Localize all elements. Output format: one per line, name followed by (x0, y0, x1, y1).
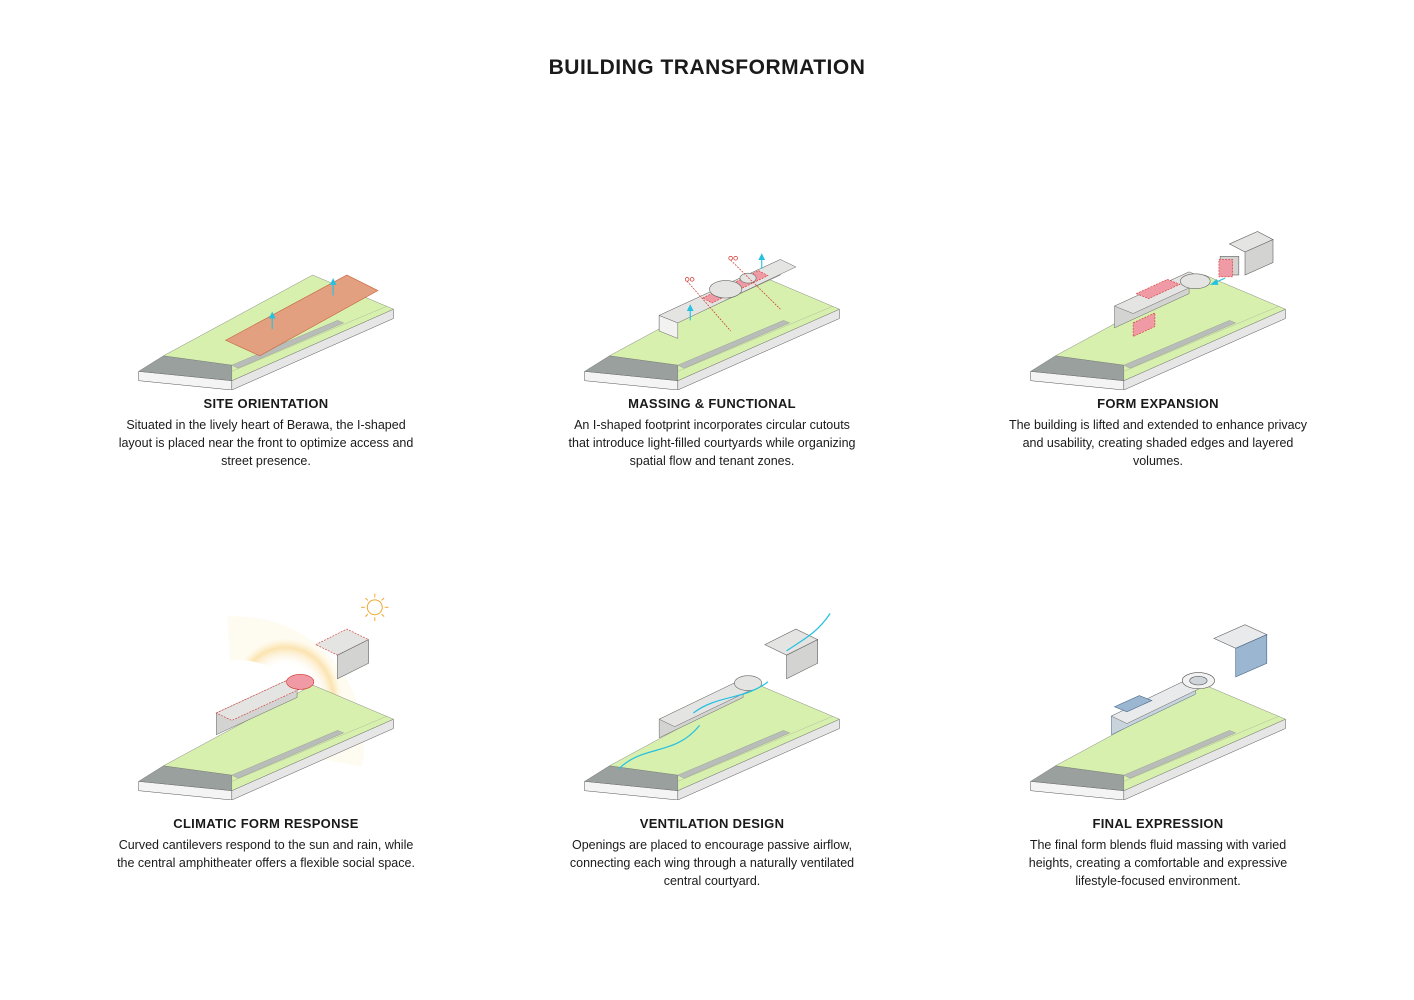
caption-text: Curved cantilevers respond to the sun an… (117, 838, 415, 870)
caption-text: Openings are placed to encourage passive… (569, 838, 855, 888)
caption-heading: MASSING & FUNCTIONAL (628, 396, 796, 411)
arrow-icon (1209, 277, 1226, 285)
climatic-diagram (138, 593, 394, 800)
ventilation-diagram (584, 613, 840, 800)
caption-text: An I-shaped footprint incorporates circu… (568, 418, 856, 468)
caption-heading: FINAL EXPRESSION (1092, 816, 1224, 831)
massing-diagram (584, 253, 840, 390)
final-expression-diagram (1030, 624, 1286, 800)
panel-site-orientation: SITE ORIENTATION Situated in the lively … (56, 160, 476, 480)
caption-heading: CLIMATIC FORM RESPONSE (173, 816, 359, 831)
building-mass (1113, 231, 1274, 338)
arrow-icon (686, 253, 766, 321)
panel-massing-functional: MASSING & FUNCTIONAL An I-shaped footpri… (502, 160, 922, 480)
caption-heading: VENTILATION DESIGN (639, 816, 785, 831)
airflow-arrow-icon (618, 613, 831, 770)
sun-icon (361, 593, 389, 621)
building-mass (658, 259, 797, 339)
page-title: BUILDING TRANSFORMATION (548, 56, 866, 79)
form-expansion-diagram (1030, 231, 1286, 390)
panel-final-expression: FINAL EXPRESSION The final form blends f… (948, 570, 1368, 900)
caption-text: The final form blends fluid massing with… (1028, 838, 1288, 888)
scissors-icon (684, 255, 781, 332)
caption-heading: FORM EXPANSION (1097, 396, 1219, 411)
panel-form-expansion: FORM EXPANSION The building is lifted an… (948, 160, 1368, 480)
site-orientation-diagram (138, 274, 394, 390)
arrow-icon (268, 278, 337, 330)
building-mass (215, 628, 370, 736)
caption-text: The building is lifted and extended to e… (1008, 418, 1308, 468)
site-footprint (224, 274, 379, 357)
caption-text: Situated in the lively heart of Berawa, … (118, 418, 414, 468)
panel-climatic-form-response: CLIMATIC FORM RESPONSE Curved cantilever… (56, 570, 476, 900)
panel-ventilation-design: VENTILATION DESIGN Openings are placed t… (502, 570, 922, 900)
building-mass (1110, 624, 1268, 736)
caption-heading: SITE ORIENTATION (203, 396, 329, 411)
